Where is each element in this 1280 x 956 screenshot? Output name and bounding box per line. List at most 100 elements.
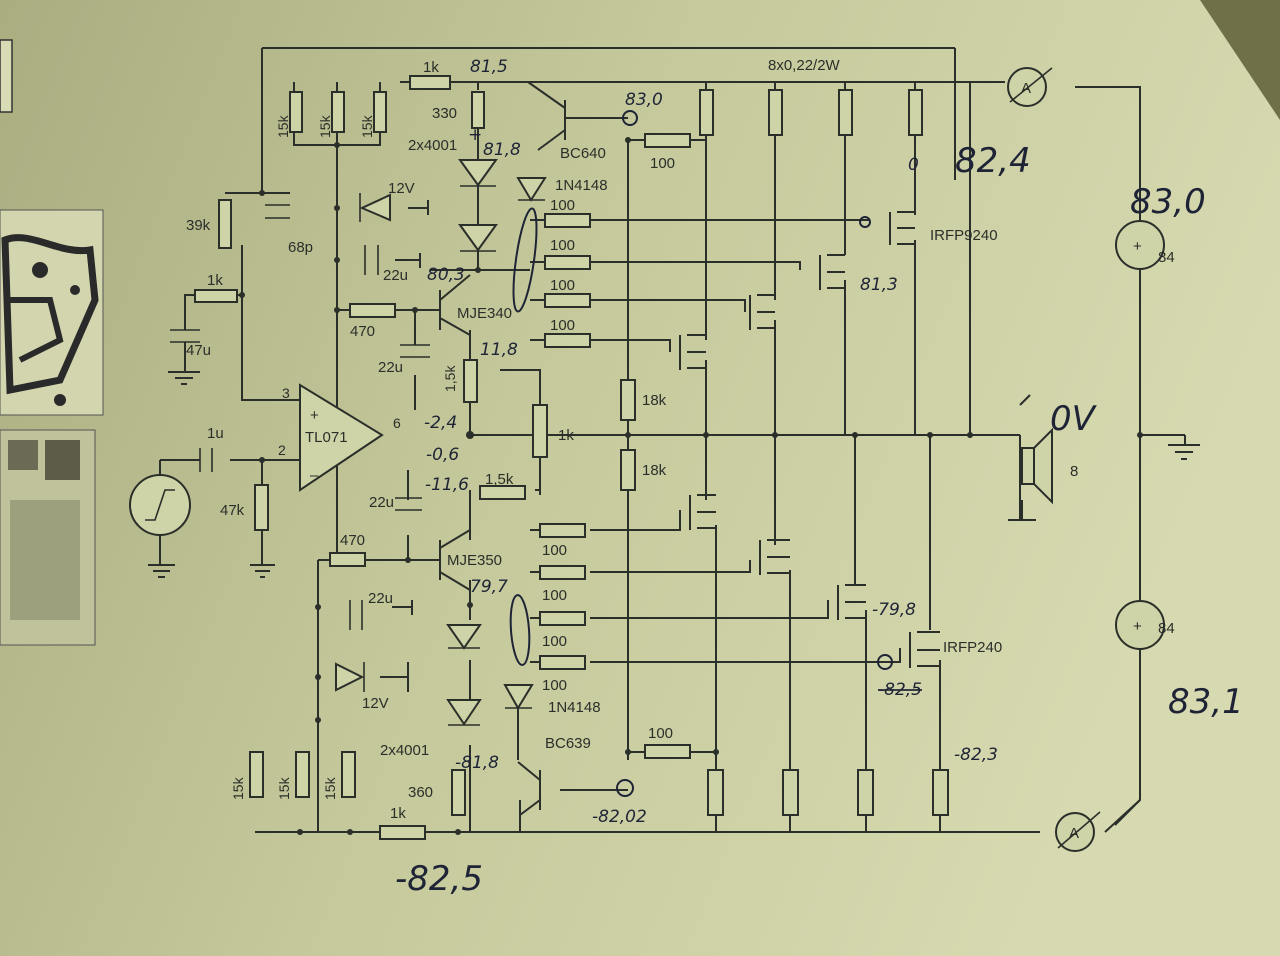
label-r15k-6: 15k (322, 776, 338, 800)
resistors (194, 75, 949, 840)
label-r-1-5k-v: 1,5k (442, 365, 458, 392)
label-r15k-5: 15k (276, 776, 292, 800)
hand-v-mje340-c: 80,3 (427, 265, 465, 285)
label-c-47u: 47u (186, 342, 211, 359)
label-r15k-1: 15k (275, 114, 291, 138)
hand-v-crossed: -82,5 (878, 680, 922, 700)
label-r-1k-fb: 1k (207, 272, 223, 289)
label-r-1k-top: 1k (423, 59, 439, 76)
label-r-1-5k-h: 1,5k (485, 471, 514, 488)
ammeter-icon-top (1007, 67, 1053, 107)
hand-plus: + (468, 125, 482, 145)
ammeter-icon-bottom (1055, 811, 1101, 852)
label-gate-100-4: 100 (550, 317, 575, 334)
label-r15k-3: 15k (359, 114, 375, 138)
label-gate-100-8: 100 (542, 677, 567, 694)
label-pot-1k: 1k (558, 427, 574, 444)
hand-v-bc640: 83,0 (625, 90, 663, 110)
junction-dots (239, 137, 1143, 835)
label-gate-100-1: 100 (550, 197, 575, 214)
hand-v-diode-top: 81,8 (483, 140, 521, 160)
label-pin3: 3 (282, 385, 290, 401)
label-opamp-minus: – (310, 467, 319, 484)
ground-symbols (148, 200, 1200, 692)
hand-v-out-zero: 0V (1050, 399, 1098, 439)
label-c-22u-c: 22u (369, 494, 394, 511)
label-mje340: MJE340 (457, 305, 512, 322)
hand-v-opamp-out: -2,4 (424, 413, 457, 433)
hand-v-bottom-bc639: -82,02 (592, 807, 647, 827)
label-gate-100-7: 100 (542, 633, 567, 650)
transistors (439, 81, 940, 816)
label-r-39k: 39k (186, 217, 211, 234)
label-diodes-bot: 2x4001 (380, 742, 429, 759)
label-irfp240: IRFP240 (943, 639, 1002, 656)
pcb-thumbnail-top (0, 39, 13, 113)
hand-v-irfp9240: 81,3 (860, 275, 898, 295)
label-r15k-2: 15k (317, 114, 333, 138)
label-diodes-top: 2x4001 (408, 137, 457, 154)
label-zener-bot: 12V (362, 695, 389, 712)
label-1n4148-bot: 1N4148 (548, 699, 601, 716)
label-bc639: BC639 (545, 735, 591, 752)
label-r15k-4: 15k (230, 776, 246, 800)
label-opamp-plus: + (310, 407, 319, 424)
hand-v-rail-plus: 83,0 (1130, 182, 1206, 222)
label-r-470-top: 470 (350, 323, 375, 340)
hand-v-node-b: -11,6 (425, 475, 469, 495)
label-tl071: TL071 (305, 429, 348, 446)
svg-text:+: + (1133, 618, 1142, 635)
component-labels: 1k 8x0,22/2W 330 2x4001 BC640 100 1N4148… (186, 57, 1175, 842)
hand-v-bottom-diode: -81,8 (455, 753, 499, 773)
label-speaker: 8 (1070, 463, 1078, 480)
label-gate-100-5: 100 (542, 542, 567, 559)
label-r-18k-b: 18k (642, 462, 667, 479)
label-bulb-top: 84 (1158, 249, 1175, 266)
label-power-resistors: 8x0,22/2W (768, 57, 841, 74)
hand-v-mje340-e: 11,8 (480, 340, 518, 360)
label-c-1u: 1u (207, 425, 224, 442)
hand-v-node-a: -0,6 (426, 445, 459, 465)
label-pin6: 6 (393, 415, 401, 431)
label-c-22u-b: 22u (378, 359, 403, 376)
label-r-470-bot: 470 (340, 532, 365, 549)
label-r-18k-a: 18k (642, 392, 667, 409)
label-zener-top: 12V (388, 180, 415, 197)
label-r-330: 330 (432, 105, 457, 122)
signal-source-icon (129, 474, 191, 536)
label-r-100-bot: 100 (648, 725, 673, 742)
hand-v-drain-zero: 0 (908, 155, 919, 175)
label-mje350: MJE350 (447, 552, 502, 569)
label-c-68p: 68p (288, 239, 313, 256)
svg-text:+: + (1133, 238, 1142, 255)
hand-v-irfp240: -79,8 (872, 600, 916, 620)
label-1n4148-top: 1N4148 (555, 177, 608, 194)
lamp-icon-bottom: + (1115, 600, 1165, 650)
hand-v-mje350: 79,7 (470, 577, 508, 597)
hand-v-bottom-rail: -82,5 (395, 859, 483, 899)
label-c-22u-d: 22u (368, 590, 393, 607)
label-gate-100-2: 100 (550, 237, 575, 254)
opamp-tl071 (299, 383, 384, 492)
label-gate-100-3: 100 (550, 277, 575, 294)
hand-v-bottom-drain: -82,3 (954, 745, 998, 765)
label-c-22u-a: 22u (383, 267, 408, 284)
label-r-360: 360 (408, 784, 433, 801)
speaker-icon (1008, 427, 1053, 521)
label-gate-100-6: 100 (542, 587, 567, 604)
hand-v-rail-minus: 83,1 (1168, 682, 1244, 722)
label-ammeter-top: A (1021, 80, 1031, 97)
label-r-100-top: 100 (650, 155, 675, 172)
label-pin2: 2 (278, 442, 286, 458)
label-bulb-bot: 84 (1158, 620, 1175, 637)
label-ammeter-bot: A (1069, 825, 1079, 842)
hand-v-top-rail: 81,5 (470, 57, 508, 77)
label-bc640: BC640 (560, 145, 606, 162)
lamp-icon-top: + (1115, 220, 1165, 270)
handwritten-measurements: 81,5 83,0 + 81,8 80,3 11,8 -2,4 -0,6 -11… (395, 57, 1244, 899)
label-irfp9240: IRFP9240 (930, 227, 998, 244)
label-r-47k: 47k (220, 502, 245, 519)
